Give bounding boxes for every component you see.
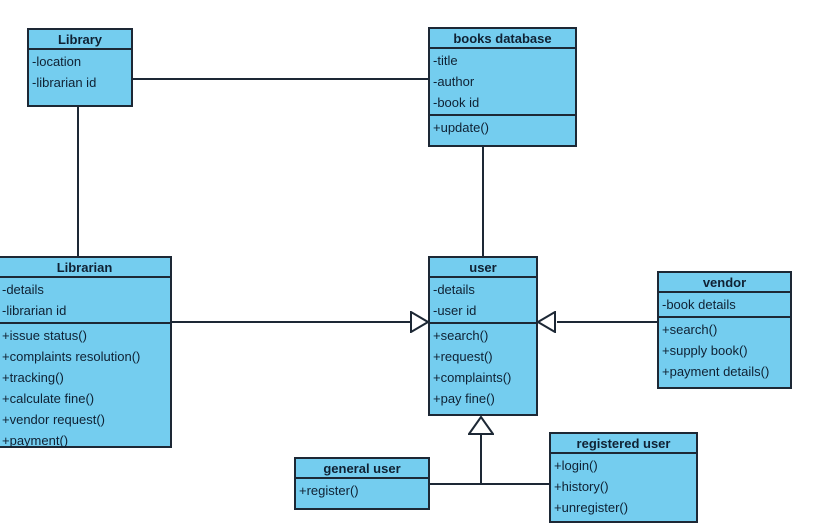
attribute-row: -user id bbox=[433, 303, 477, 318]
attribute-row: -location bbox=[32, 54, 82, 69]
method-row: +search() bbox=[433, 328, 489, 343]
attribute-row: -details bbox=[2, 282, 44, 297]
generalization-arrowhead-left-icon bbox=[537, 311, 556, 333]
method-row: +tracking() bbox=[2, 370, 64, 385]
method-row: +payment() bbox=[2, 433, 69, 448]
attribute-row: -details bbox=[433, 282, 475, 297]
method-row: +complaints resolution() bbox=[2, 349, 141, 364]
class-title: Librarian bbox=[0, 258, 170, 278]
connector-subusers-user-horizontal bbox=[429, 483, 550, 485]
class-title: Library bbox=[29, 30, 131, 50]
methods-section: +search() +request() +complaints() +pay … bbox=[430, 322, 536, 409]
class-box-registered-user: registered user +login() +history() +unr… bbox=[549, 432, 698, 523]
attributes-section: -title -author -book id bbox=[430, 49, 575, 114]
connector-library-librarian bbox=[77, 105, 79, 256]
method-row: +search() bbox=[662, 322, 718, 337]
connector-subusers-user-vertical bbox=[480, 433, 482, 484]
method-row: +unregister() bbox=[554, 500, 629, 515]
attributes-section: -book details bbox=[659, 293, 790, 316]
connector-vendor-user bbox=[557, 321, 657, 323]
attribute-row: -librarian id bbox=[2, 303, 67, 318]
class-title: books database bbox=[430, 29, 575, 49]
class-title: registered user bbox=[551, 434, 696, 454]
class-title: user bbox=[430, 258, 536, 278]
class-box-user: user -details -user id +search() +reques… bbox=[428, 256, 538, 416]
methods-section: +update() bbox=[430, 114, 575, 138]
method-row: +calculate fine() bbox=[2, 391, 95, 406]
class-title: vendor bbox=[659, 273, 790, 293]
method-row: +register() bbox=[299, 483, 359, 498]
class-box-vendor: vendor -book details +search() +supply b… bbox=[657, 271, 792, 389]
connector-library-books-database bbox=[131, 78, 428, 80]
method-row: +update() bbox=[433, 120, 490, 135]
class-title: general user bbox=[296, 459, 428, 479]
attribute-row: -author bbox=[433, 74, 475, 89]
attributes-section: -details -user id bbox=[430, 278, 536, 322]
connector-books-database-user bbox=[482, 145, 484, 256]
class-box-library: Library -location -librarian id bbox=[27, 28, 133, 107]
generalization-arrowhead-right-icon bbox=[410, 311, 429, 333]
class-box-general-user: general user +register() bbox=[294, 457, 430, 510]
method-row: +payment details() bbox=[662, 364, 770, 379]
attributes-section: -location -librarian id bbox=[29, 50, 131, 93]
attribute-row: -book id bbox=[433, 95, 480, 110]
method-row: +login() bbox=[554, 458, 598, 473]
methods-section: +login() +history() +unregister() bbox=[551, 454, 696, 518]
attribute-row: -book details bbox=[662, 297, 736, 312]
method-row: +request() bbox=[433, 349, 493, 364]
method-row: +history() bbox=[554, 479, 609, 494]
methods-section: +register() bbox=[296, 479, 428, 501]
attribute-row: -title bbox=[433, 53, 458, 68]
methods-section: +issue status() +complaints resolution()… bbox=[0, 322, 170, 451]
method-row: +issue status() bbox=[2, 328, 87, 343]
attribute-row: -librarian id bbox=[32, 75, 97, 90]
generalization-arrowhead-up-icon bbox=[468, 416, 494, 435]
attributes-section: -details -librarian id bbox=[0, 278, 170, 322]
method-row: +supply book() bbox=[662, 343, 748, 358]
class-box-librarian: Librarian -details -librarian id +issue … bbox=[0, 256, 172, 448]
class-box-books-database: books database -title -author -book id +… bbox=[428, 27, 577, 147]
method-row: +complaints() bbox=[433, 370, 512, 385]
methods-section: +search() +supply book() +payment detail… bbox=[659, 316, 790, 382]
method-row: +pay fine() bbox=[433, 391, 495, 406]
method-row: +vendor request() bbox=[2, 412, 105, 427]
connector-librarian-user bbox=[170, 321, 411, 323]
